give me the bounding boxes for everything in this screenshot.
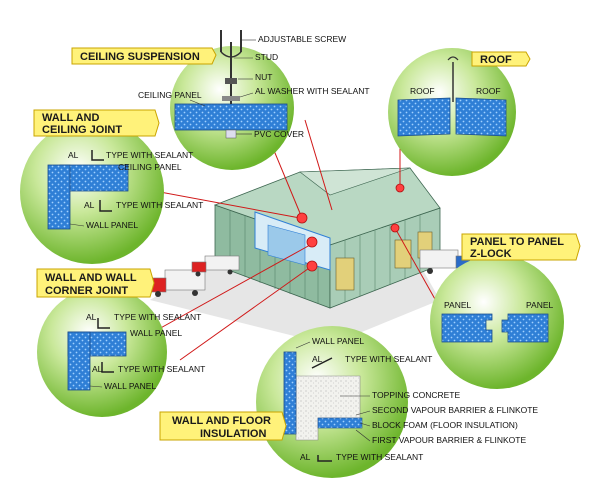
floor-wall-panel [283,351,297,435]
panel-panel-title-line1: PANEL TO PANEL [470,236,564,248]
roof-panel-right [455,97,507,137]
leader-dots [296,183,405,272]
roof-title: ROOF [480,54,512,66]
label-ceiling-panel-joint: CEILING PANEL [118,162,182,172]
panel-to-panel-callout: PANEL TO PANEL Z-LOCK PANEL PANEL [430,233,581,389]
label-type-top-floor: TYPE WITH SEALANT [345,354,432,364]
label-second-vapour: SECOND VAPOUR BARRIER & FLINKOTE [372,405,538,415]
ceiling-suspension-callout: CEILING SUSPENSION ADJUSTABLE SCREW STUD… [71,30,370,170]
label-al-mid: AL [84,200,95,210]
label-first-vapour: FIRST VAPOUR BARRIER & FLINKOTE [372,435,526,445]
wall-panel-vertical [47,164,71,230]
stud-icon [220,30,242,139]
panel-panel-circle [430,255,564,389]
truck-left-2 [191,255,240,277]
wall-ceiling-joint-callout: WALL AND CEILING JOINT AL TYPE WITH SEAL… [20,109,203,264]
label-pvc-cover: PVC COVER [254,129,304,139]
roof-panel-left [397,97,451,137]
label-stud: STUD [255,52,278,62]
ceiling-panel-horizontal [59,164,129,192]
wall-floor-title-line1: WALL AND FLOOR [172,415,271,427]
label-wall-panel-bottom: WALL PANEL [104,381,156,391]
label-type-bottom-floor: TYPE WITH SEALANT [336,452,423,462]
panel-right-zlock [501,313,549,343]
label-type-top-corner: TYPE WITH SEALANT [114,312,201,322]
label-ceiling-panel: CEILING PANEL [138,90,202,100]
wall-ceiling-title-line2: CEILING JOINT [42,124,122,136]
panel-left-zlock [441,313,493,343]
roof-callout: ROOF ROOF ROOF [388,48,531,176]
truck-right [419,249,471,274]
block-foam-layer [317,417,363,429]
label-al-top-floor: AL [312,354,323,364]
label-al-top-corner: AL [86,312,97,322]
roof-circle [388,48,516,176]
label-al-top: AL [68,150,79,160]
warehouse-building [149,167,471,345]
wall-floor-callout: WALL AND FLOOR INSULATION WALL PANEL AL … [159,326,538,478]
label-al-mid-corner: AL [92,364,103,374]
label-nut: NUT [255,72,272,82]
label-roof-left: ROOF [410,86,435,96]
truck-left [149,269,206,297]
wall-ceiling-title-line1: WALL AND [42,112,99,124]
label-type-mid-corner: TYPE WITH SEALANT [118,364,205,374]
wall-wall-title-line2: CORNER JOINT [45,285,128,297]
label-al-washer: AL WASHER WITH SEALANT [255,86,370,96]
label-wall-panel-floor: WALL PANEL [312,336,364,346]
label-type-mid: TYPE WITH SEALANT [116,200,203,210]
ceiling-suspension-title: CEILING SUSPENSION [80,51,200,63]
corner-panel-vertical [67,331,91,391]
label-roof-right: ROOF [476,86,501,96]
label-panel-left: PANEL [444,300,472,310]
wall-wall-joint-callout: WALL AND WALL CORNER JOINT AL TYPE WITH … [36,268,205,417]
label-wall-panel-top: WALL PANEL [130,328,182,338]
wall-ceiling-circle [20,120,164,264]
label-block-foam: BLOCK FOAM (FLOOR INSULATION) [372,420,518,430]
label-topping-concrete: TOPPING CONCRETE [372,390,460,400]
label-panel-right: PANEL [526,300,554,310]
label-type-top: TYPE WITH SEALANT [106,150,193,160]
label-wall-panel-joint: WALL PANEL [86,220,138,230]
panel-panel-title-line2: Z-LOCK [470,248,512,260]
wall-floor-title-line2: INSULATION [200,428,266,440]
ceiling-panel-detail [174,103,288,131]
label-adjustable-screw: ADJUSTABLE SCREW [258,34,346,44]
label-al-bottom-floor: AL [300,452,311,462]
wall-wall-title-line1: WALL AND WALL [45,272,137,284]
